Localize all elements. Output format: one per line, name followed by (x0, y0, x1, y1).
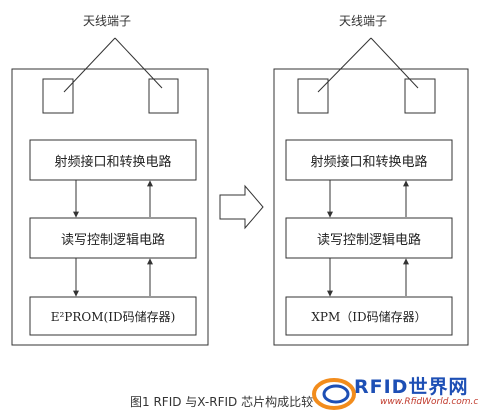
right-antenna-line-2 (370, 37, 419, 89)
figure-caption: 图1 RFID 与X-RFID 芯片构成比较 (130, 395, 314, 409)
right-rf-label: 射频接口和转换电路 (310, 154, 428, 170)
left-antenna-line-1 (63, 37, 116, 93)
right-chip (273, 37, 469, 346)
left-chip-outline (11, 68, 209, 346)
right-chip-outline (273, 68, 469, 346)
right-memory-box (285, 296, 453, 336)
left-chip (11, 37, 209, 346)
left-rf-box (29, 139, 197, 181)
right-antenna-terminal-2 (404, 78, 436, 114)
left-antenna-label: 天线端子 (83, 14, 132, 28)
left-memory-box (29, 296, 197, 336)
left-logic-label: 读写控制逻辑电路 (60, 232, 165, 248)
right-memory-label: XPM（ID码储存器） (311, 309, 427, 324)
right-rf-box (285, 139, 453, 181)
logo-text: RFID世界网 (354, 376, 469, 398)
left-antenna-terminal-2 (148, 78, 179, 114)
right-antenna-label: 天线端子 (339, 14, 388, 28)
left-antenna-terminal-1 (42, 78, 74, 114)
left-logic-box (29, 217, 197, 259)
left-memory-label: E²PROM(ID码储存器) (50, 309, 176, 324)
right-logic-box (285, 217, 453, 259)
rfidworld-logo: RFID世界网 www.RfidWorld.com.cn (310, 370, 478, 414)
logo-url: www.RfidWorld.com.cn (380, 397, 478, 407)
conversion-arrow (219, 184, 264, 230)
logo-swoosh-icon (312, 378, 356, 410)
left-rf-label: 射频接口和转换电路 (54, 154, 172, 170)
right-logic-label: 读写控制逻辑电路 (316, 232, 421, 248)
right-antenna-line-1 (317, 37, 372, 93)
left-antenna-line-2 (114, 37, 163, 89)
right-antenna-terminal-1 (297, 78, 329, 114)
